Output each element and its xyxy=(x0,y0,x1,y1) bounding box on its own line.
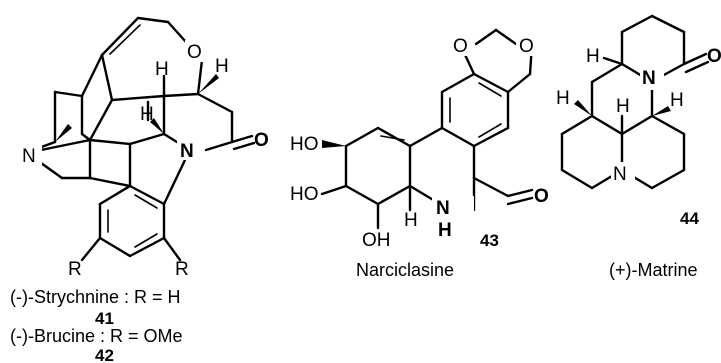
compound-number: 42 xyxy=(95,346,114,363)
compound-caption: Narciclasine xyxy=(356,260,454,280)
substituent-r-label: R xyxy=(68,259,82,280)
compound-caption: (+)-Matrine xyxy=(609,260,698,280)
hydrogen-label: H xyxy=(556,88,570,109)
carbonyl-oxygen-label: O xyxy=(534,186,549,207)
narciclasine-structure: O O HO HO OH H N H O 43 xyxy=(290,28,549,251)
amide-nitrogen-label: N xyxy=(436,198,450,219)
compound-number: 44 xyxy=(680,209,699,228)
compound-number: 43 xyxy=(480,231,499,250)
hydrogen-label: H xyxy=(404,210,418,231)
hydrogen-label: H xyxy=(616,96,630,117)
hydrogen-label: H xyxy=(155,59,169,80)
amide-hydrogen-label: H xyxy=(438,220,452,241)
compound-caption: (-)-Strychnine : R = H xyxy=(10,287,181,307)
amide-nitrogen-label: N xyxy=(180,141,194,162)
carbonyl-oxygen-label: O xyxy=(254,130,269,151)
hydroxyl-label: HO xyxy=(290,134,319,155)
hydroxyl-label: OH xyxy=(362,230,391,251)
strychnine-structure: N N O O H H H R R xyxy=(20,16,269,280)
hydrogen-label: H xyxy=(215,56,229,77)
matrine-structure: N N O H H H H 44 xyxy=(556,14,721,228)
hydroxyl-label: HO xyxy=(290,184,319,205)
hydrogen-label: H xyxy=(670,90,684,111)
ether-oxygen-label: O xyxy=(187,42,202,63)
lactam-nitrogen-label: N xyxy=(642,68,656,89)
carbonyl-oxygen-label: O xyxy=(707,46,721,67)
compound-number: 41 xyxy=(95,309,114,328)
amine-nitrogen-label: N xyxy=(613,164,627,185)
dioxole-oxygen-label: O xyxy=(519,36,534,57)
hydrogen-label: H xyxy=(586,46,600,67)
amine-nitrogen-label: N xyxy=(22,146,36,167)
dioxole-oxygen-label: O xyxy=(453,36,468,57)
hydrogen-label: H xyxy=(140,104,154,125)
substituent-r-label: R xyxy=(175,259,189,280)
compound-caption: (-)-Brucine : R = OMe xyxy=(10,326,183,346)
